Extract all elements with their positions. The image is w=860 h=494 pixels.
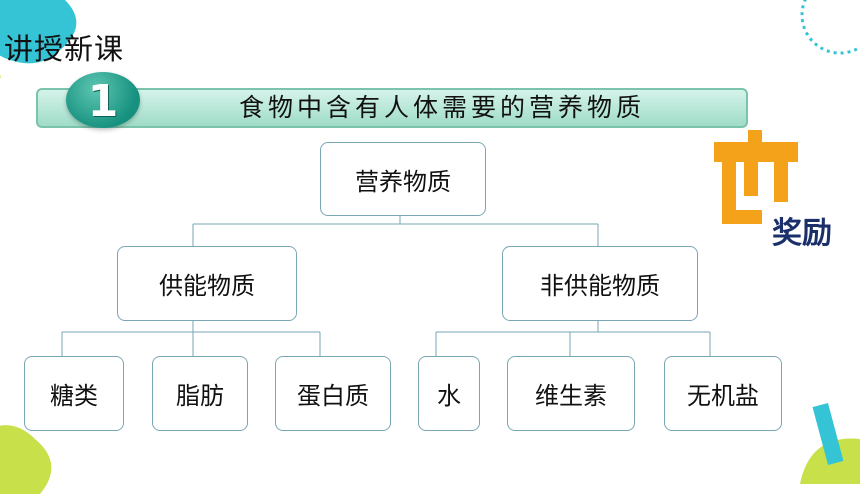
node-carbohydrates: 糖类 bbox=[24, 356, 124, 431]
badge-number: 1 bbox=[87, 76, 119, 127]
node-fats: 脂肪 bbox=[152, 356, 248, 431]
gift-icon[interactable] bbox=[704, 130, 804, 226]
node-water: 水 bbox=[418, 356, 480, 431]
tree-connectors bbox=[61, 216, 711, 356]
number-badge: 1 bbox=[66, 72, 140, 128]
decorative-blob-top-left bbox=[0, 0, 77, 82]
banner-title: 食物中含有人体需要的营养物质 bbox=[238, 93, 645, 122]
node-root: 营养物质 bbox=[320, 142, 486, 216]
decorative-dots-top-right bbox=[800, 0, 860, 55]
node-vitamins: 维生素 bbox=[507, 356, 635, 431]
node-minerals: 无机盐 bbox=[664, 356, 782, 431]
node-proteins: 蛋白质 bbox=[275, 356, 391, 431]
decorative-shapes-bottom-right bbox=[800, 402, 860, 484]
reward-label[interactable]: 奖励 bbox=[772, 216, 832, 251]
title-banner: 食物中含有人体需要的营养物质 bbox=[36, 88, 748, 128]
node-non-energy-substances: 非供能物质 bbox=[502, 246, 698, 321]
node-energy-substances: 供能物质 bbox=[117, 246, 297, 321]
decorative-blob-bottom-left bbox=[0, 425, 52, 494]
section-label: 讲授新课 bbox=[4, 32, 125, 66]
